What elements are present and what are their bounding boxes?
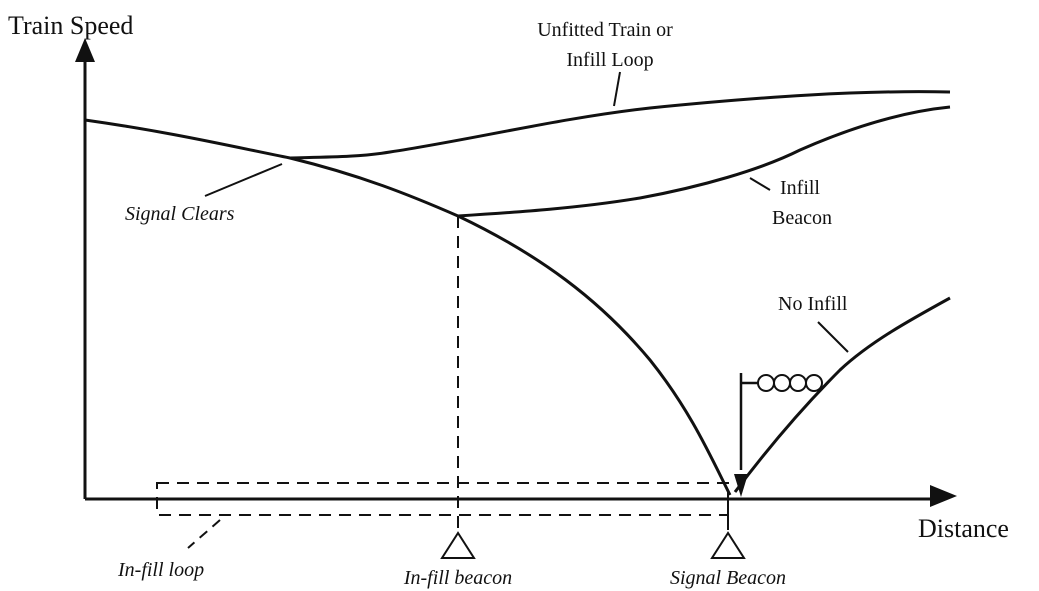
signal-clears-label: Signal Clears bbox=[125, 203, 235, 225]
infill-loop-pointer bbox=[187, 519, 221, 549]
y-axis-label: Train Speed bbox=[8, 11, 134, 40]
signal-beacon-label: Signal Beacon bbox=[669, 567, 787, 589]
signal-down-arrowhead bbox=[734, 474, 748, 497]
unfitted-train-label-line1: Unfitted Train or bbox=[537, 19, 673, 41]
infill-beacon-pointer bbox=[749, 177, 771, 191]
infill-beacon-curve bbox=[457, 105, 951, 218]
signal-light-1 bbox=[757, 374, 775, 392]
unfitted-train-label-line2: Infill Loop bbox=[566, 49, 654, 71]
signal-light-2 bbox=[773, 374, 791, 392]
signal-beacon-triangle bbox=[710, 531, 746, 559]
signal-light-4 bbox=[805, 374, 823, 392]
x-axis-arrowhead bbox=[930, 485, 957, 507]
y-axis-arrowhead bbox=[75, 38, 95, 62]
in-fill-loop-label: In-fill loop bbox=[118, 559, 205, 581]
no-infill-pointer bbox=[817, 321, 849, 353]
unfitted-pointer bbox=[613, 71, 621, 107]
infill-beacon-triangle bbox=[440, 531, 476, 559]
no-infill-curve bbox=[733, 296, 951, 493]
unfitted-train-curve bbox=[289, 90, 951, 160]
infill-beacon-label-line1: Infill bbox=[780, 177, 820, 199]
x-axis-label: Distance bbox=[918, 514, 1009, 543]
signal-clears-pointer bbox=[204, 163, 283, 197]
infill-beacon-label-line2: Beacon bbox=[772, 207, 832, 229]
in-fill-beacon-label: In-fill beacon bbox=[403, 567, 513, 589]
no-infill-label: No Infill bbox=[778, 293, 848, 315]
braking-curve bbox=[84, 118, 732, 496]
signal-light-3 bbox=[789, 374, 807, 392]
